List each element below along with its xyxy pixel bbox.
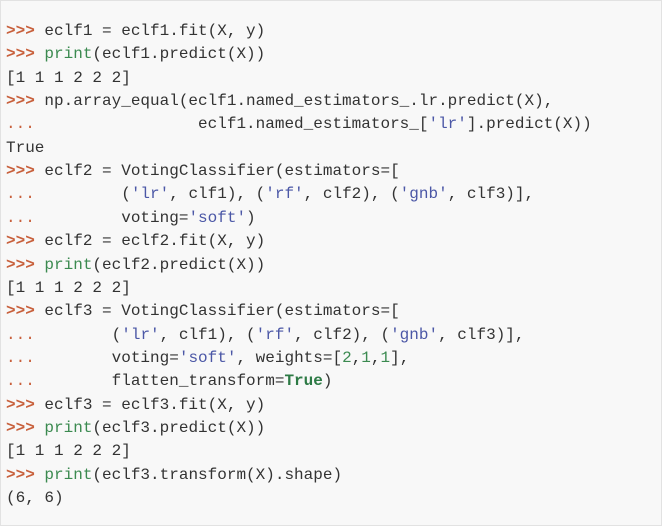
prompt-marker: >>> bbox=[6, 302, 45, 321]
code-text: (eclf3.predict(X)) bbox=[92, 418, 266, 437]
code-line: ... ('lr', clf1), ('rf', clf2), ('gnb', … bbox=[6, 183, 534, 206]
builtin-function: print bbox=[44, 255, 93, 274]
prompt-marker: >>> bbox=[6, 45, 45, 64]
code-text: ( bbox=[111, 325, 122, 344]
prompt-marker: >>> bbox=[6, 92, 45, 111]
code-text: eclf2 = eclf2.fit(X, y) bbox=[44, 232, 266, 251]
code-line: >>> eclf1 = eclf1.fit(X, y) bbox=[6, 20, 265, 43]
builtin-function: print bbox=[44, 418, 93, 437]
code-line: >>> print(eclf2.predict(X)) bbox=[6, 254, 265, 277]
code-text: , weights=[ bbox=[236, 348, 343, 367]
string-literal: 'lr' bbox=[121, 325, 160, 344]
code-line: [1 1 1 2 2 2] bbox=[6, 440, 131, 463]
code-line: ... eclf1.named_estimators_['lr'].predic… bbox=[6, 113, 592, 136]
code-text: voting= bbox=[111, 348, 179, 367]
code-text: voting= bbox=[121, 208, 189, 227]
code-text: (eclf3.transform(X).shape) bbox=[92, 465, 343, 484]
string-literal: 'lr' bbox=[428, 115, 467, 134]
code-line: [1 1 1 2 2 2] bbox=[6, 277, 131, 300]
code-text: eclf3 = VotingClassifier(estimators=[ bbox=[44, 302, 400, 321]
string-literal: 'soft' bbox=[188, 208, 247, 227]
number-literal: 1 bbox=[380, 348, 391, 367]
code-text: , bbox=[351, 348, 362, 367]
code-text: ], bbox=[390, 348, 410, 367]
prompt-marker: >>> bbox=[6, 418, 45, 437]
continuation-marker: ... bbox=[6, 115, 199, 134]
string-literal: 'rf' bbox=[265, 185, 304, 204]
code-text: ) bbox=[246, 208, 256, 227]
code-text: , clf2), ( bbox=[303, 185, 400, 204]
code-line: True bbox=[6, 137, 44, 160]
code-text: eclf3 = eclf3.fit(X, y) bbox=[44, 395, 266, 414]
code-text: np.array_equal(eclf1.named_estimators_.l… bbox=[44, 92, 554, 111]
code-text: eclf1.named_estimators_[ bbox=[198, 115, 429, 134]
code-line: >>> eclf3 = VotingClassifier(estimators=… bbox=[6, 300, 400, 323]
continuation-marker: ... bbox=[6, 372, 112, 391]
code-line: ... voting='soft') bbox=[6, 207, 256, 230]
prompt-marker: >>> bbox=[6, 162, 45, 181]
code-line: >>> print(eclf3.transform(X).shape) bbox=[6, 464, 342, 487]
code-text: (eclf2.predict(X)) bbox=[92, 255, 266, 274]
builtin-function: print bbox=[44, 465, 93, 484]
code-text: [1 1 1 2 2 2] bbox=[6, 68, 131, 87]
code-text: , clf3)], bbox=[447, 185, 535, 204]
code-text: , clf2), ( bbox=[294, 325, 391, 344]
code-text: [1 1 1 2 2 2] bbox=[6, 278, 131, 297]
prompt-marker: >>> bbox=[6, 22, 45, 40]
code-text: eclf2 = VotingClassifier(estimators=[ bbox=[44, 162, 400, 181]
string-literal: 'lr' bbox=[130, 185, 170, 204]
continuation-marker: ... bbox=[6, 185, 122, 204]
code-line: (6, 6) bbox=[6, 487, 64, 510]
code-line: [1 1 1 2 2 2] bbox=[6, 67, 131, 90]
code-text: , bbox=[370, 348, 381, 367]
code-line: >>> eclf2 = eclf2.fit(X, y) bbox=[6, 230, 265, 253]
string-literal: 'gnb' bbox=[390, 325, 439, 344]
code-text: ].predict(X)) bbox=[466, 115, 592, 134]
code-line: >>> eclf3 = eclf3.fit(X, y) bbox=[6, 394, 265, 417]
code-line: >>> eclf2 = VotingClassifier(estimators=… bbox=[6, 160, 400, 183]
prompt-marker: >>> bbox=[6, 255, 45, 274]
continuation-marker: ... bbox=[6, 348, 112, 367]
prompt-marker: >>> bbox=[6, 232, 45, 251]
code-line: >>> np.array_equal(eclf1.named_estimator… bbox=[6, 90, 553, 113]
code-text: (6, 6) bbox=[6, 489, 64, 507]
code-line: >>> print(eclf1.predict(X)) bbox=[6, 43, 265, 66]
code-text: , clf1), ( bbox=[159, 325, 256, 344]
string-literal: 'gnb' bbox=[399, 185, 448, 204]
code-text: True bbox=[6, 138, 45, 157]
code-line: ... flatten_transform=True) bbox=[6, 370, 332, 393]
code-line: ... ('lr', clf1), ('rf', clf2), ('gnb', … bbox=[6, 324, 525, 347]
keyword-literal: True bbox=[284, 372, 323, 391]
string-literal: 'rf' bbox=[255, 325, 295, 344]
prompt-marker: >>> bbox=[6, 395, 45, 414]
code-text: eclf1 = eclf1.fit(X, y) bbox=[44, 22, 266, 40]
code-line: >>> print(eclf3.predict(X)) bbox=[6, 417, 265, 440]
code-text: ) bbox=[322, 372, 333, 391]
code-text: ( bbox=[121, 185, 131, 204]
string-literal: 'soft' bbox=[178, 348, 237, 367]
code-line: ... voting='soft', weights=[2,1,1], bbox=[6, 347, 409, 370]
builtin-function: print bbox=[44, 45, 93, 64]
number-literal: 2 bbox=[342, 348, 352, 367]
continuation-marker: ... bbox=[6, 325, 112, 344]
prompt-marker: >>> bbox=[6, 465, 45, 484]
continuation-marker: ... bbox=[6, 208, 122, 227]
code-text: , clf1), ( bbox=[169, 185, 266, 204]
number-literal: 1 bbox=[361, 348, 371, 367]
code-text: [1 1 1 2 2 2] bbox=[6, 442, 131, 461]
code-text: flatten_transform= bbox=[111, 372, 285, 391]
code-text: (eclf1.predict(X)) bbox=[92, 45, 266, 64]
code-text: , clf3)], bbox=[438, 325, 525, 344]
